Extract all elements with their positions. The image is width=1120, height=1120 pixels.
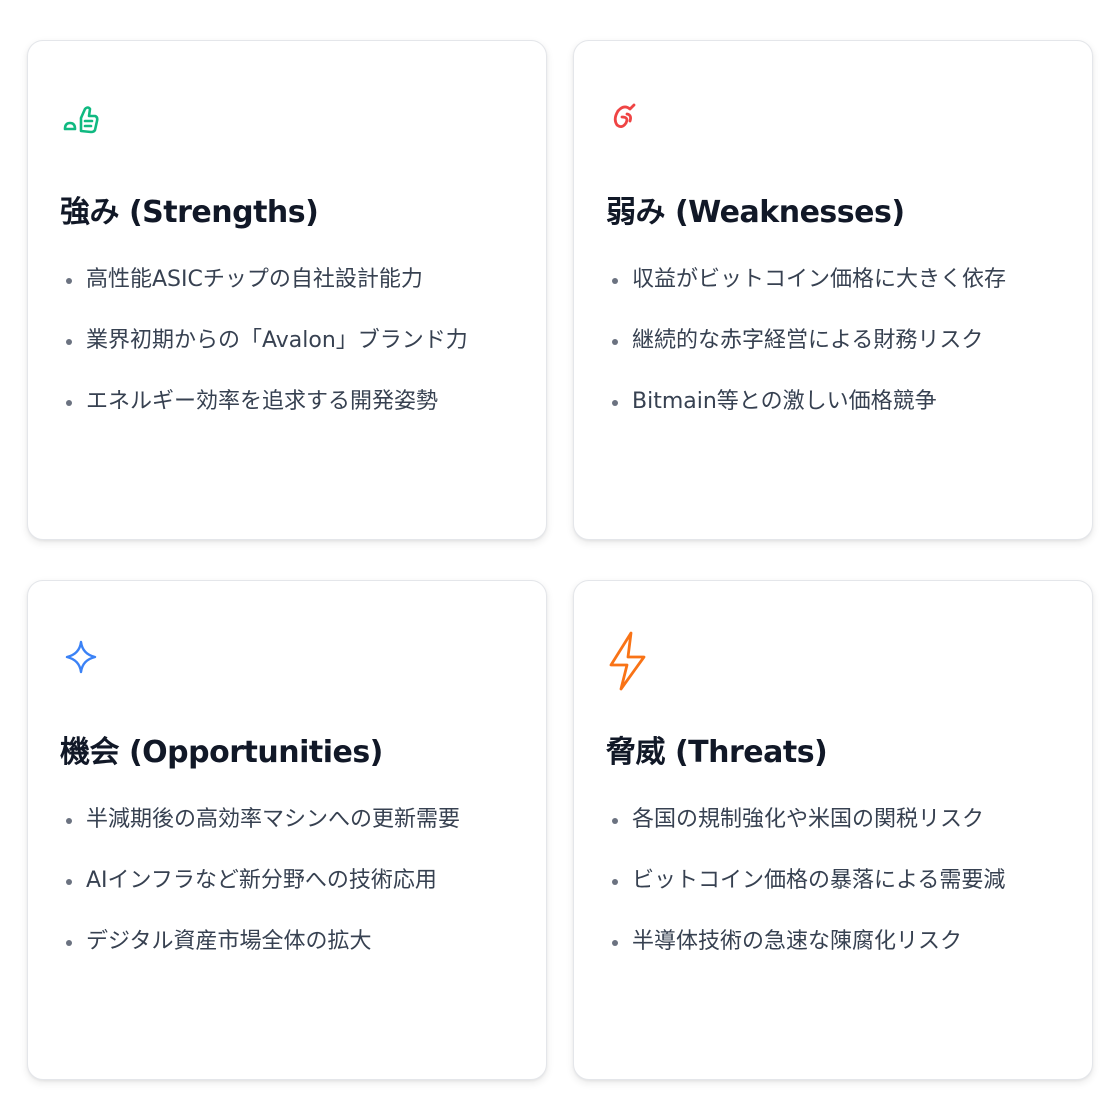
card-title: 脅威 (Threats) [606, 735, 828, 770]
strengths-list: 高性能ASICチップの自社設計能力 業界初期からの「Avalon」ブランド力 エ… [60, 262, 468, 445]
list-item: デジタル資産市場全体の拡大 [60, 924, 460, 985]
list-item: 収益がビットコイン価格に大きく依存 [606, 262, 1006, 323]
list-item: 半減期後の高効率マシンへの更新需要 [60, 802, 460, 863]
threats-list: 各国の規制強化や米国の関税リスク ビットコイン価格の暴落による需要減 半導体技術… [606, 802, 1005, 985]
list-item: AIインフラなど新分野への技術応用 [60, 863, 460, 924]
card-title: 機会 (Opportunities) [60, 735, 383, 770]
list-item: Bitmain等との激しい価格競争 [606, 384, 1006, 445]
list-item: 高性能ASICチップの自社設計能力 [60, 262, 468, 323]
card-title: 弱み (Weaknesses) [606, 195, 905, 230]
list-item: 各国の規制強化や米国の関税リスク [606, 802, 1005, 863]
swot-card-weaknesses: 弱み (Weaknesses) 収益がビットコイン価格に大きく依存 継続的な赤字… [573, 40, 1093, 540]
list-item: 業界初期からの「Avalon」ブランド力 [60, 323, 468, 384]
swot-card-threats: 脅威 (Threats) 各国の規制強化や米国の関税リスク ビットコイン価格の暴… [573, 580, 1093, 1080]
swot-card-opportunities: 機会 (Opportunities) 半減期後の高効率マシンへの更新需要 AIイ… [27, 580, 547, 1080]
sparkle-icon [60, 637, 104, 681]
card-title: 強み (Strengths) [60, 195, 319, 230]
swot-card-strengths: 強み (Strengths) 高性能ASICチップの自社設計能力 業界初期からの… [27, 40, 547, 540]
weaknesses-list: 収益がビットコイン価格に大きく依存 継続的な赤字経営による財務リスク Bitma… [606, 262, 1006, 445]
lightning-bolt-icon [606, 631, 650, 693]
list-item: エネルギー効率を追求する開発姿勢 [60, 384, 468, 445]
list-item: 継続的な赤字経営による財務リスク [606, 323, 1006, 384]
thumbs-up-icon [60, 97, 104, 141]
thumbs-down-icon [606, 97, 650, 141]
list-item: 半導体技術の急速な陳腐化リスク [606, 924, 1005, 985]
list-item: ビットコイン価格の暴落による需要減 [606, 863, 1005, 924]
opportunities-list: 半減期後の高効率マシンへの更新需要 AIインフラなど新分野への技術応用 デジタル… [60, 802, 460, 985]
